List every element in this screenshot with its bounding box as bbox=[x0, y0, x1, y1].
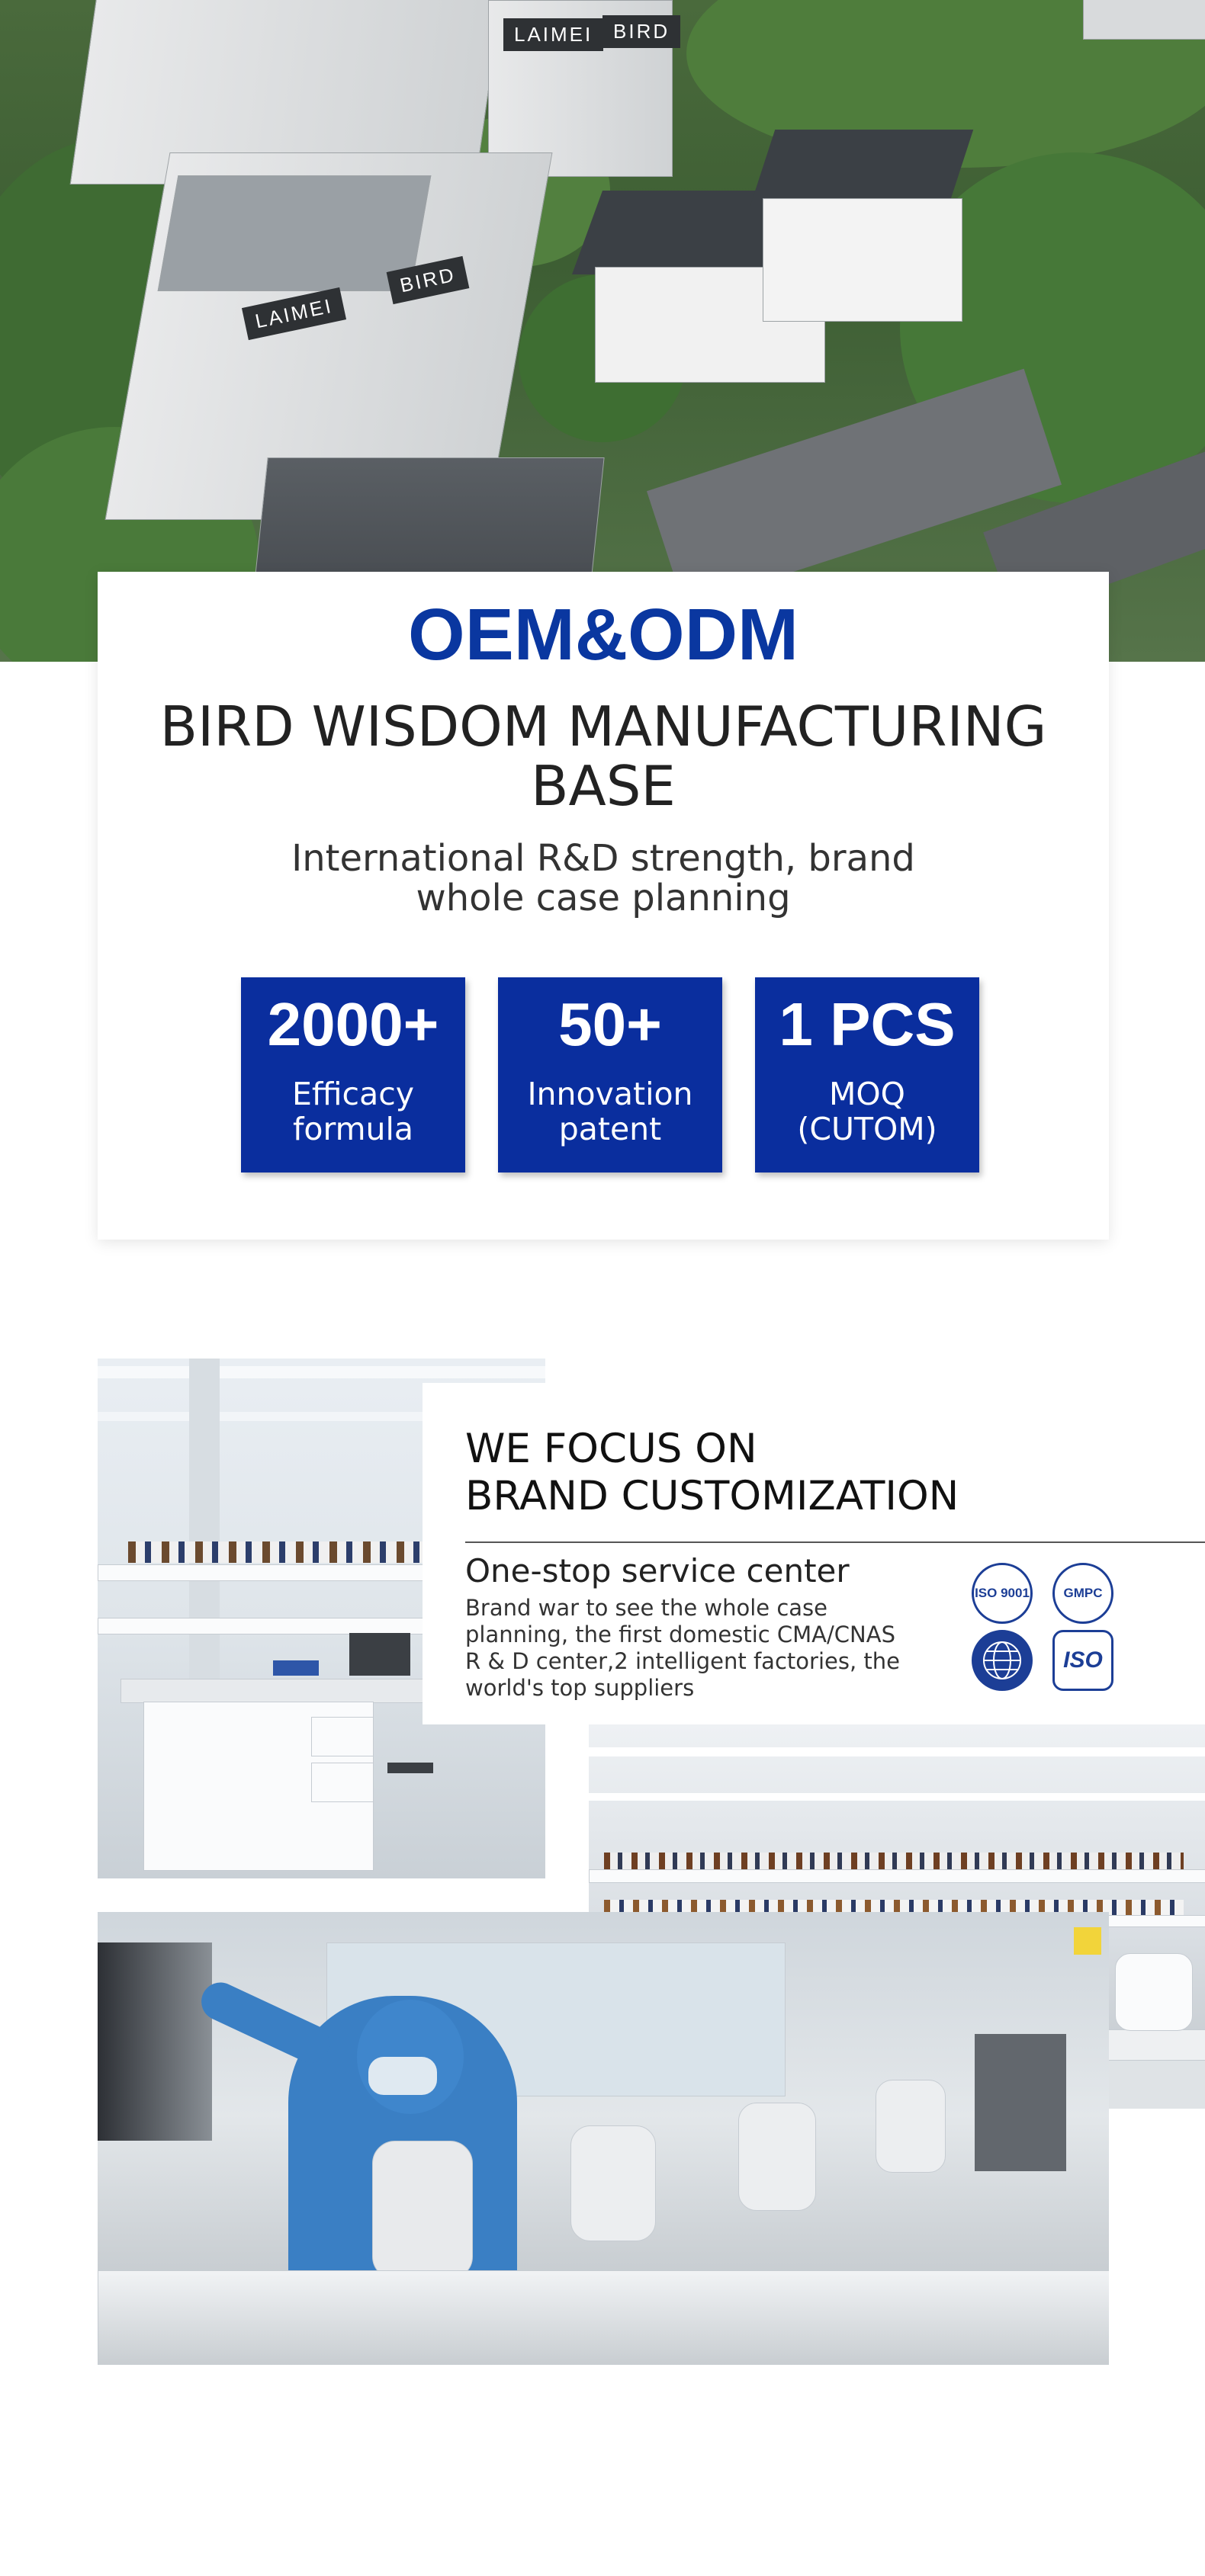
cert-label: ISO bbox=[1063, 1647, 1103, 1673]
stat-label: Innovation patent bbox=[527, 1076, 693, 1147]
building bbox=[1083, 0, 1205, 40]
cert-label: GMPC bbox=[1063, 1586, 1103, 1600]
gmpc-globe-icon: GMPC bbox=[1052, 1563, 1113, 1624]
cert-label: ISO 9001 bbox=[975, 1586, 1030, 1600]
building-sign: LAIMEI bbox=[503, 18, 604, 51]
technician-arm bbox=[194, 1976, 336, 2069]
drawer bbox=[311, 1717, 374, 1756]
reagent-bottles bbox=[604, 1900, 1184, 1915]
stat-box-patent: 50+ Innovation patent bbox=[498, 977, 722, 1173]
iso-logo-icon: ISO bbox=[1052, 1630, 1113, 1691]
focus-description: Brand war to see the whole case planning… bbox=[465, 1595, 900, 1701]
house-roof bbox=[750, 130, 974, 206]
globe-icon bbox=[972, 1630, 1033, 1691]
microscope bbox=[570, 2125, 656, 2241]
stat-box-moq: 1 PCS MOQ (CUTOM) bbox=[755, 977, 979, 1173]
microscope bbox=[372, 2141, 473, 2279]
lab-photo-technician bbox=[98, 1912, 1109, 2365]
warning-sign bbox=[1074, 1927, 1101, 1955]
globe-icon bbox=[983, 1641, 1021, 1679]
manufacturing-base-card: OEM&ODM BIRD WISDOM MANUFACTURING BASE I… bbox=[98, 572, 1109, 1240]
stool bbox=[387, 1763, 433, 1773]
iso-9001-seal-icon: ISO 9001 bbox=[972, 1563, 1033, 1624]
brand-focus-panel: WE FOCUS ON BRAND CUSTOMIZATION One-stop… bbox=[423, 1383, 1205, 1724]
stat-value: 50+ bbox=[558, 990, 662, 1058]
building-sign: BIRD bbox=[602, 15, 681, 48]
laptop bbox=[349, 1633, 410, 1676]
focus-title-line: BRAND CUSTOMIZATION bbox=[465, 1473, 959, 1519]
focus-title: WE FOCUS ON BRAND CUSTOMIZATION bbox=[465, 1426, 959, 1520]
stat-value: 2000+ bbox=[267, 990, 439, 1058]
lab-shelf bbox=[589, 1869, 1205, 1883]
oem-odm-heading: OEM&ODM bbox=[408, 594, 799, 675]
base-title: BIRD WISDOM MANUFACTURING BASE bbox=[159, 695, 1047, 818]
face-mask bbox=[368, 2057, 437, 2095]
centrifuge bbox=[1115, 1953, 1193, 2031]
house bbox=[763, 198, 962, 322]
microscope bbox=[738, 2103, 816, 2211]
stat-box-formula: 2000+ Efficacy formula bbox=[241, 977, 465, 1173]
drawer bbox=[311, 1763, 374, 1802]
ceiling-light bbox=[589, 1793, 1205, 1801]
focus-subtitle: One-stop service center bbox=[465, 1552, 850, 1590]
lab-bench bbox=[98, 2270, 1109, 2365]
base-subtitle: International R&D strength, brand whole … bbox=[291, 837, 915, 919]
stat-value: 1 PCS bbox=[779, 990, 956, 1058]
reagent-bottles bbox=[604, 1853, 1184, 1869]
microscope bbox=[876, 2080, 946, 2173]
monitor-row bbox=[98, 1942, 212, 2141]
hero-aerial-photo: LAIMEI BIRD LAIMEI BIRD bbox=[0, 0, 1205, 662]
stat-label: Efficacy formula bbox=[291, 1076, 415, 1147]
ceiling-light bbox=[589, 1747, 1205, 1756]
focus-title-line: WE FOCUS ON bbox=[465, 1426, 757, 1472]
stat-label: MOQ (CUTOM) bbox=[797, 1076, 937, 1147]
ceiling-light bbox=[98, 1366, 545, 1378]
divider bbox=[465, 1541, 1205, 1543]
tray bbox=[273, 1660, 319, 1676]
instrument bbox=[975, 2034, 1066, 2171]
